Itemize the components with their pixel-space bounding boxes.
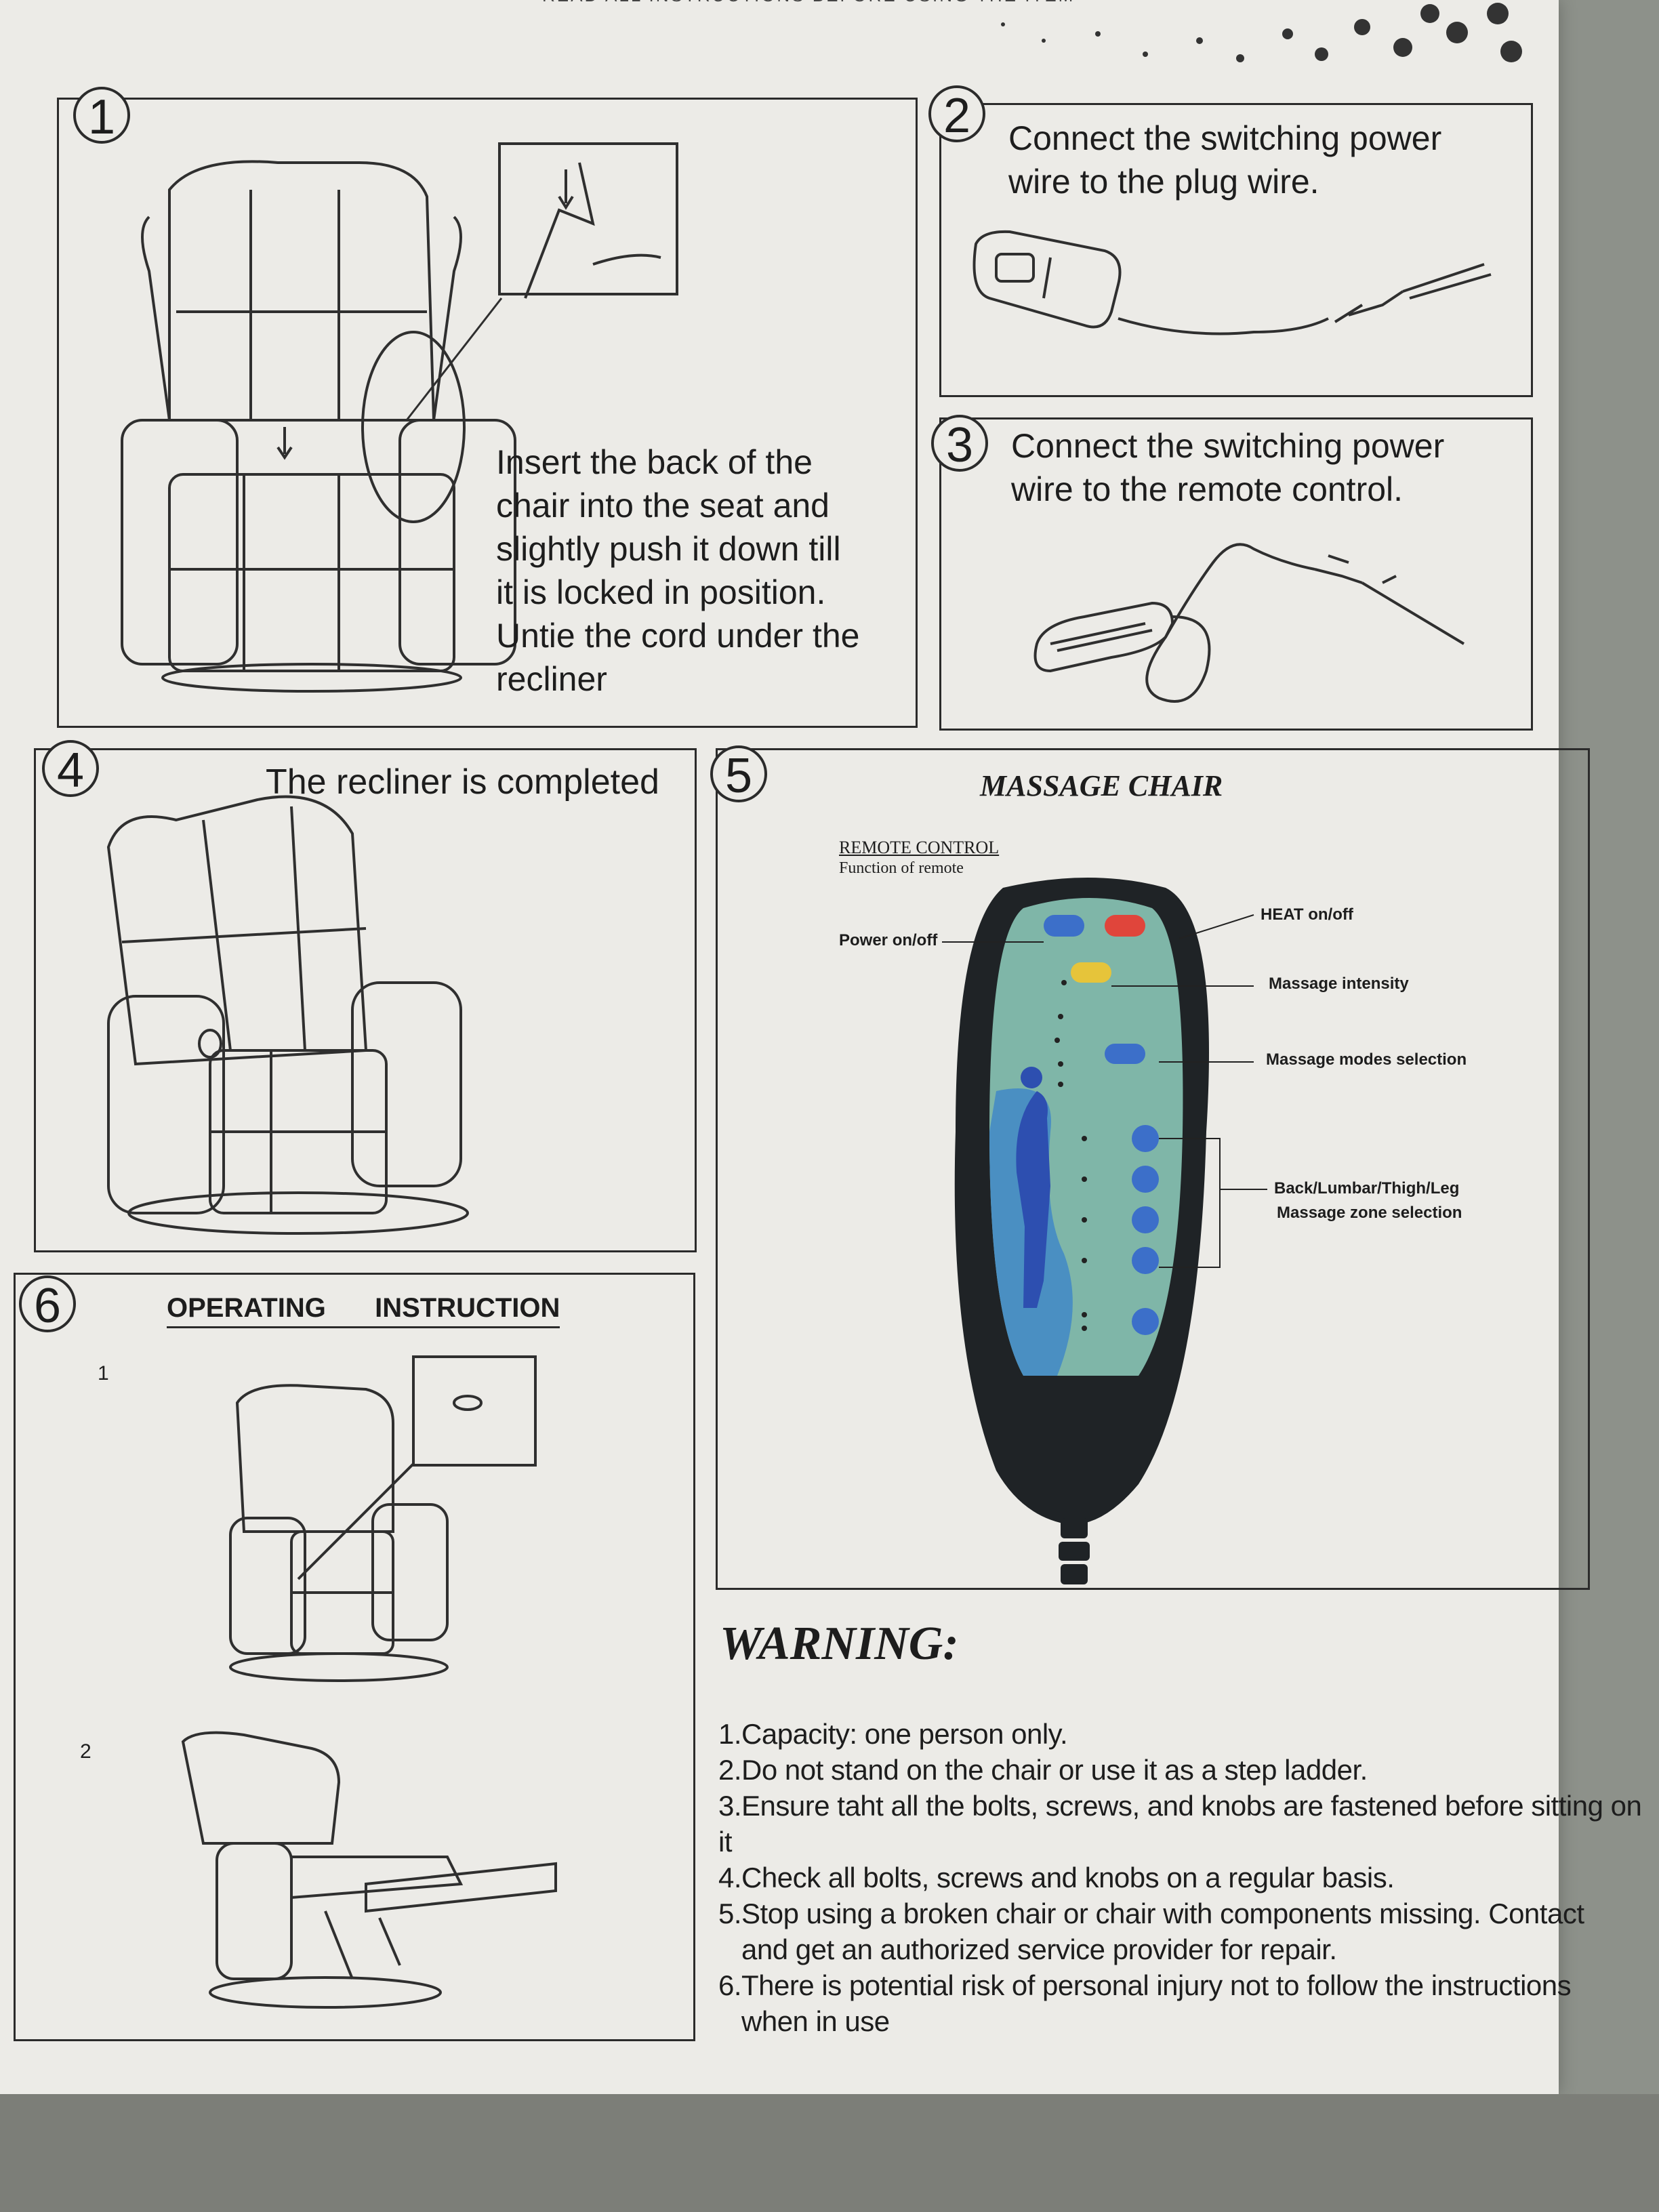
warning-item: 5.Stop using a broken chair or chair wit… (718, 1898, 1584, 1929)
zone-label-1: Back/Lumbar/Thigh/Leg (1274, 1179, 1460, 1197)
step5-number: 5 (710, 745, 767, 803)
step1-line: slightly push it down till (496, 530, 841, 568)
remote-pointer-lines (942, 914, 1267, 1268)
heat-label: HEAT on/off (1261, 905, 1353, 924)
step1-line: Untie the cord under the (496, 617, 860, 655)
step3-panel (939, 417, 1533, 731)
intensity-label: Massage intensity (1269, 975, 1409, 993)
step1-line: Insert the back of the (496, 443, 813, 481)
plug-wire-illustration (972, 230, 1492, 335)
operating-step-1: 1 (98, 1362, 109, 1385)
recliner-back-insert-illustration (121, 160, 516, 693)
step5-panel (716, 748, 1590, 1590)
step1-line: recliner (496, 660, 607, 698)
step2-panel (939, 103, 1533, 397)
remote-wire-illustration (1033, 543, 1465, 703)
step3-text: Connect the switching power wire to the … (1011, 424, 1444, 511)
decorative-dots (1001, 3, 1522, 62)
operating-step-2: 2 (80, 1740, 91, 1763)
step4-caption: The recliner is completed (266, 762, 659, 802)
step6-panel (14, 1273, 695, 2041)
warning-list: 1.Capacity: one person only. 2.Do not st… (718, 1716, 1659, 2039)
step1-text: Insert the back of the chair into the se… (496, 441, 859, 701)
step1-line: chair into the seat and (496, 487, 830, 525)
warning-title: WARNING: (720, 1618, 959, 1670)
step4-panel (34, 748, 697, 1252)
instruction-word: INSTRUCTION (375, 1293, 560, 1323)
step1-panel (57, 98, 918, 728)
operating-step1-illustration (229, 1355, 537, 1682)
operating-heading: OPERATING INSTRUCTION (167, 1293, 560, 1328)
lock-detail-illustration (498, 142, 678, 299)
warning-item: 3.Ensure taht all the bolts, screws, and… (718, 1790, 1642, 1858)
step3-line: wire to the remote control. (1011, 470, 1404, 508)
modes-label: Massage modes selection (1266, 1050, 1467, 1069)
completed-recliner-illustration (106, 795, 469, 1235)
remote-control-heading: REMOTE CONTROL (839, 838, 1000, 857)
step3-number: 3 (931, 415, 988, 472)
warning-item: and get an authorized service provider f… (741, 1933, 1337, 1965)
background-floor (0, 2094, 1659, 2212)
operating-word: OPERATING (167, 1293, 326, 1323)
connector-lines (405, 298, 503, 421)
warning-item: 2.Do not stand on the chair or use it as… (718, 1754, 1368, 1786)
remote-function-subheading: Function of remote (839, 859, 964, 877)
step2-text: Connect the switching power wire to the … (1008, 117, 1441, 203)
step6-number: 6 (19, 1275, 76, 1333)
step1-line: it is locked in position. (496, 573, 826, 611)
step1-number: 1 (73, 87, 130, 144)
power-label: Power on/off (839, 931, 938, 949)
remote-control-diagram (954, 878, 1209, 1584)
step3-line: Connect the switching power (1011, 427, 1445, 465)
warning-item: 4.Check all bolts, screws and knobs on a… (718, 1862, 1395, 1893)
warning-item: 6.There is potential risk of personal in… (718, 1969, 1572, 2001)
step2-number: 2 (928, 85, 985, 143)
instruction-sheet (0, 0, 1559, 2094)
warning-item: 1.Capacity: one person only. (718, 1718, 1068, 1750)
step2-line: Connect the switching power (1008, 119, 1442, 157)
massage-chair-title: MASSAGE CHAIR (980, 769, 1223, 802)
step4-number: 4 (42, 740, 99, 798)
zone-label-2: Massage zone selection (1277, 1204, 1462, 1222)
warning-item: when in use (741, 2005, 890, 2037)
operating-step2-illustration (181, 1731, 557, 2009)
header-text: READ ALL INSTRUCTIONS BEFORE USING THE I… (542, 0, 1075, 6)
step2-line: wire to the plug wire. (1008, 163, 1319, 201)
